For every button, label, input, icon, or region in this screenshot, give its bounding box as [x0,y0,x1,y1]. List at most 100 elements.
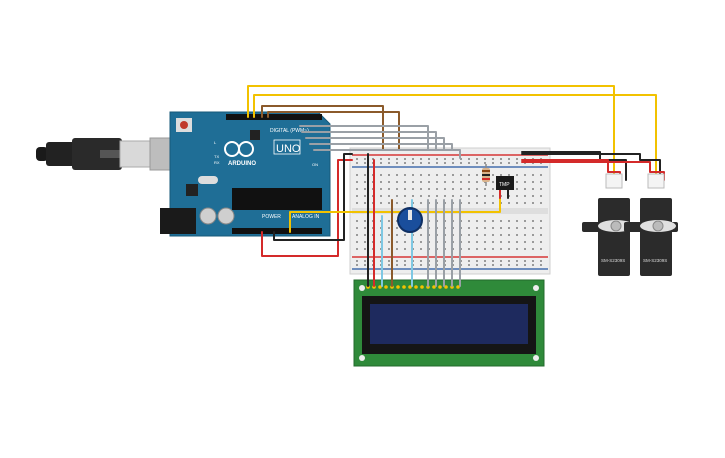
breadboard-hole[interactable] [540,234,542,236]
wire-red[interactable] [261,159,353,257]
servo-connector[interactable] [647,173,665,189]
breadboard-hole[interactable] [420,162,422,164]
breadboard-hole[interactable] [508,260,510,262]
wire-yellow[interactable] [247,85,615,179]
breadboard-hole[interactable] [468,195,470,197]
breadboard-hole[interactable] [508,264,510,266]
breadboard-hole[interactable] [412,162,414,164]
breadboard-hole[interactable] [516,260,518,262]
breadboard-hole[interactable] [460,158,462,160]
breadboard-hole[interactable] [484,264,486,266]
lcd-pin[interactable] [444,285,448,289]
breadboard-hole[interactable] [484,248,486,250]
breadboard-hole[interactable] [404,181,406,183]
breadboard-hole[interactable] [492,158,494,160]
breadboard-hole[interactable] [524,220,526,222]
wire-gray[interactable] [313,149,461,159]
breadboard-hole[interactable] [508,227,510,229]
usb-cable[interactable] [36,137,191,171]
breadboard-hole[interactable] [388,202,390,204]
breadboard-hole[interactable] [356,260,358,262]
breadboard-hole[interactable] [356,248,358,250]
wire-gray[interactable] [301,131,437,151]
breadboard-hole[interactable] [540,181,542,183]
breadboard-hole[interactable] [412,181,414,183]
breadboard-hole[interactable] [444,174,446,176]
breadboard-hole[interactable] [468,241,470,243]
breadboard-hole[interactable] [356,202,358,204]
breadboard-hole[interactable] [476,188,478,190]
breadboard-hole[interactable] [364,260,366,262]
breadboard-hole[interactable] [388,188,390,190]
breadboard-hole[interactable] [404,202,406,204]
breadboard-hole[interactable] [524,195,526,197]
breadboard-hole[interactable] [356,264,358,266]
breadboard-hole[interactable] [452,181,454,183]
breadboard-hole[interactable] [508,202,510,204]
breadboard-hole[interactable] [420,158,422,160]
wire-brown[interactable] [261,105,384,151]
breadboard-hole[interactable] [468,220,470,222]
breadboard-hole[interactable] [364,188,366,190]
lcd-pin[interactable] [456,285,460,289]
breadboard-hole[interactable] [356,195,358,197]
breadboard-hole[interactable] [420,227,422,229]
breadboard-hole[interactable] [388,264,390,266]
breadboard-hole[interactable] [516,234,518,236]
breadboard-hole[interactable] [500,260,502,262]
breadboard-hole[interactable] [476,162,478,164]
breadboard-hole[interactable] [444,181,446,183]
breadboard-hole[interactable] [396,248,398,250]
breadboard-hole[interactable] [436,158,438,160]
breadboard-hole[interactable] [532,220,534,222]
breadboard-hole[interactable] [436,188,438,190]
resistor[interactable] [482,164,490,186]
breadboard-hole[interactable] [412,158,414,160]
breadboard-hole[interactable] [532,264,534,266]
breadboard-hole[interactable] [380,202,382,204]
breadboard-hole[interactable] [404,174,406,176]
breadboard-hole[interactable] [492,188,494,190]
breadboard-hole[interactable] [404,188,406,190]
breadboard-hole[interactable] [476,260,478,262]
breadboard-hole[interactable] [516,241,518,243]
breadboard-hole[interactable] [428,188,430,190]
breadboard-hole[interactable] [516,202,518,204]
breadboard-hole[interactable] [388,195,390,197]
breadboard-hole[interactable] [492,264,494,266]
breadboard-hole[interactable] [476,248,478,250]
breadboard-hole[interactable] [428,162,430,164]
breadboard-hole[interactable] [436,162,438,164]
breadboard-hole[interactable] [356,174,358,176]
breadboard-hole[interactable] [516,174,518,176]
breadboard-hole[interactable] [428,158,430,160]
wire-black[interactable] [521,153,661,181]
breadboard-hole[interactable] [364,234,366,236]
breadboard-hole[interactable] [388,220,390,222]
breadboard-hole[interactable] [356,220,358,222]
lcd-pin[interactable] [432,285,436,289]
breadboard-hole[interactable] [476,202,478,204]
breadboard-hole[interactable] [380,195,382,197]
breadboard-hole[interactable] [420,181,422,183]
breadboard-hole[interactable] [500,227,502,229]
breadboard-hole[interactable] [396,264,398,266]
breadboard-hole[interactable] [404,260,406,262]
breadboard-hole[interactable] [516,264,518,266]
breadboard-hole[interactable] [428,174,430,176]
breadboard-hole[interactable] [372,158,374,160]
breadboard-hole[interactable] [436,181,438,183]
breadboard-hole[interactable] [364,174,366,176]
breadboard-hole[interactable] [476,241,478,243]
breadboard-hole[interactable] [540,264,542,266]
breadboard-hole[interactable] [524,188,526,190]
breadboard-hole[interactable] [452,174,454,176]
breadboard-hole[interactable] [524,202,526,204]
breadboard-hole[interactable] [396,202,398,204]
breadboard-hole[interactable] [500,241,502,243]
lcd-pin[interactable] [384,285,388,289]
breadboard-hole[interactable] [404,162,406,164]
breadboard-hole[interactable] [364,264,366,266]
breadboard-hole[interactable] [532,174,534,176]
breadboard-hole[interactable] [460,162,462,164]
